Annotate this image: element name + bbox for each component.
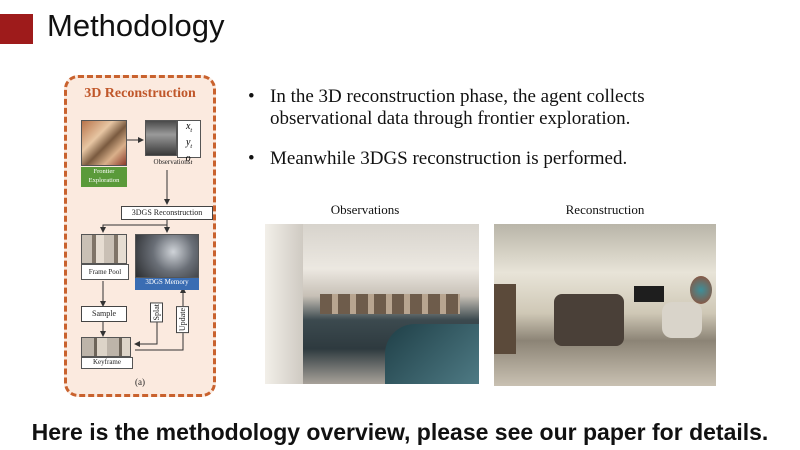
pipeline-diagram: 3D Reconstruction Frontier Exploration x… [64, 75, 216, 397]
figure-caption: (a) [135, 377, 145, 387]
slide-title: Methodology [47, 8, 225, 43]
memory-label: 3DGS Memory [135, 278, 199, 290]
reconstruction-image-label: Reconstruction [565, 202, 645, 217]
bullet-item: •In the 3D reconstruction phase, the age… [248, 86, 645, 129]
observation-variables: xt yt ot [177, 120, 201, 166]
reconstruction-photo [494, 224, 716, 386]
sample-box: Sample [81, 306, 127, 322]
keyframe-label: Keyframe [81, 357, 133, 369]
frontier-exploration-label: Frontier Exploration [81, 167, 127, 187]
update-box: Update [176, 306, 189, 334]
observations-image-label: Observations [330, 202, 400, 217]
bullet-item: •Meanwhile 3DGS reconstruction is perfor… [248, 148, 628, 169]
splat-box: Splat [150, 302, 163, 323]
bullet-list: •In the 3D reconstruction phase, the age… [248, 86, 708, 188]
frame-pool-thumbnail [81, 234, 127, 264]
footer-caption: Here is the methodology overview, please… [31, 419, 769, 445]
frame-pool-label: Frame Pool [81, 264, 129, 280]
observations-label: Observations [153, 158, 191, 166]
reconstruction-box: 3DGS Reconstruction [121, 206, 213, 220]
observation-thumbnail [145, 120, 177, 156]
title-accent-bar [0, 14, 33, 44]
keyframe-thumbnail [81, 337, 131, 357]
frontier-map-thumbnail [81, 120, 127, 166]
memory-thumbnail [135, 234, 199, 278]
observation-photo [265, 224, 479, 384]
diagram-title: 3D Reconstruction [84, 86, 196, 101]
